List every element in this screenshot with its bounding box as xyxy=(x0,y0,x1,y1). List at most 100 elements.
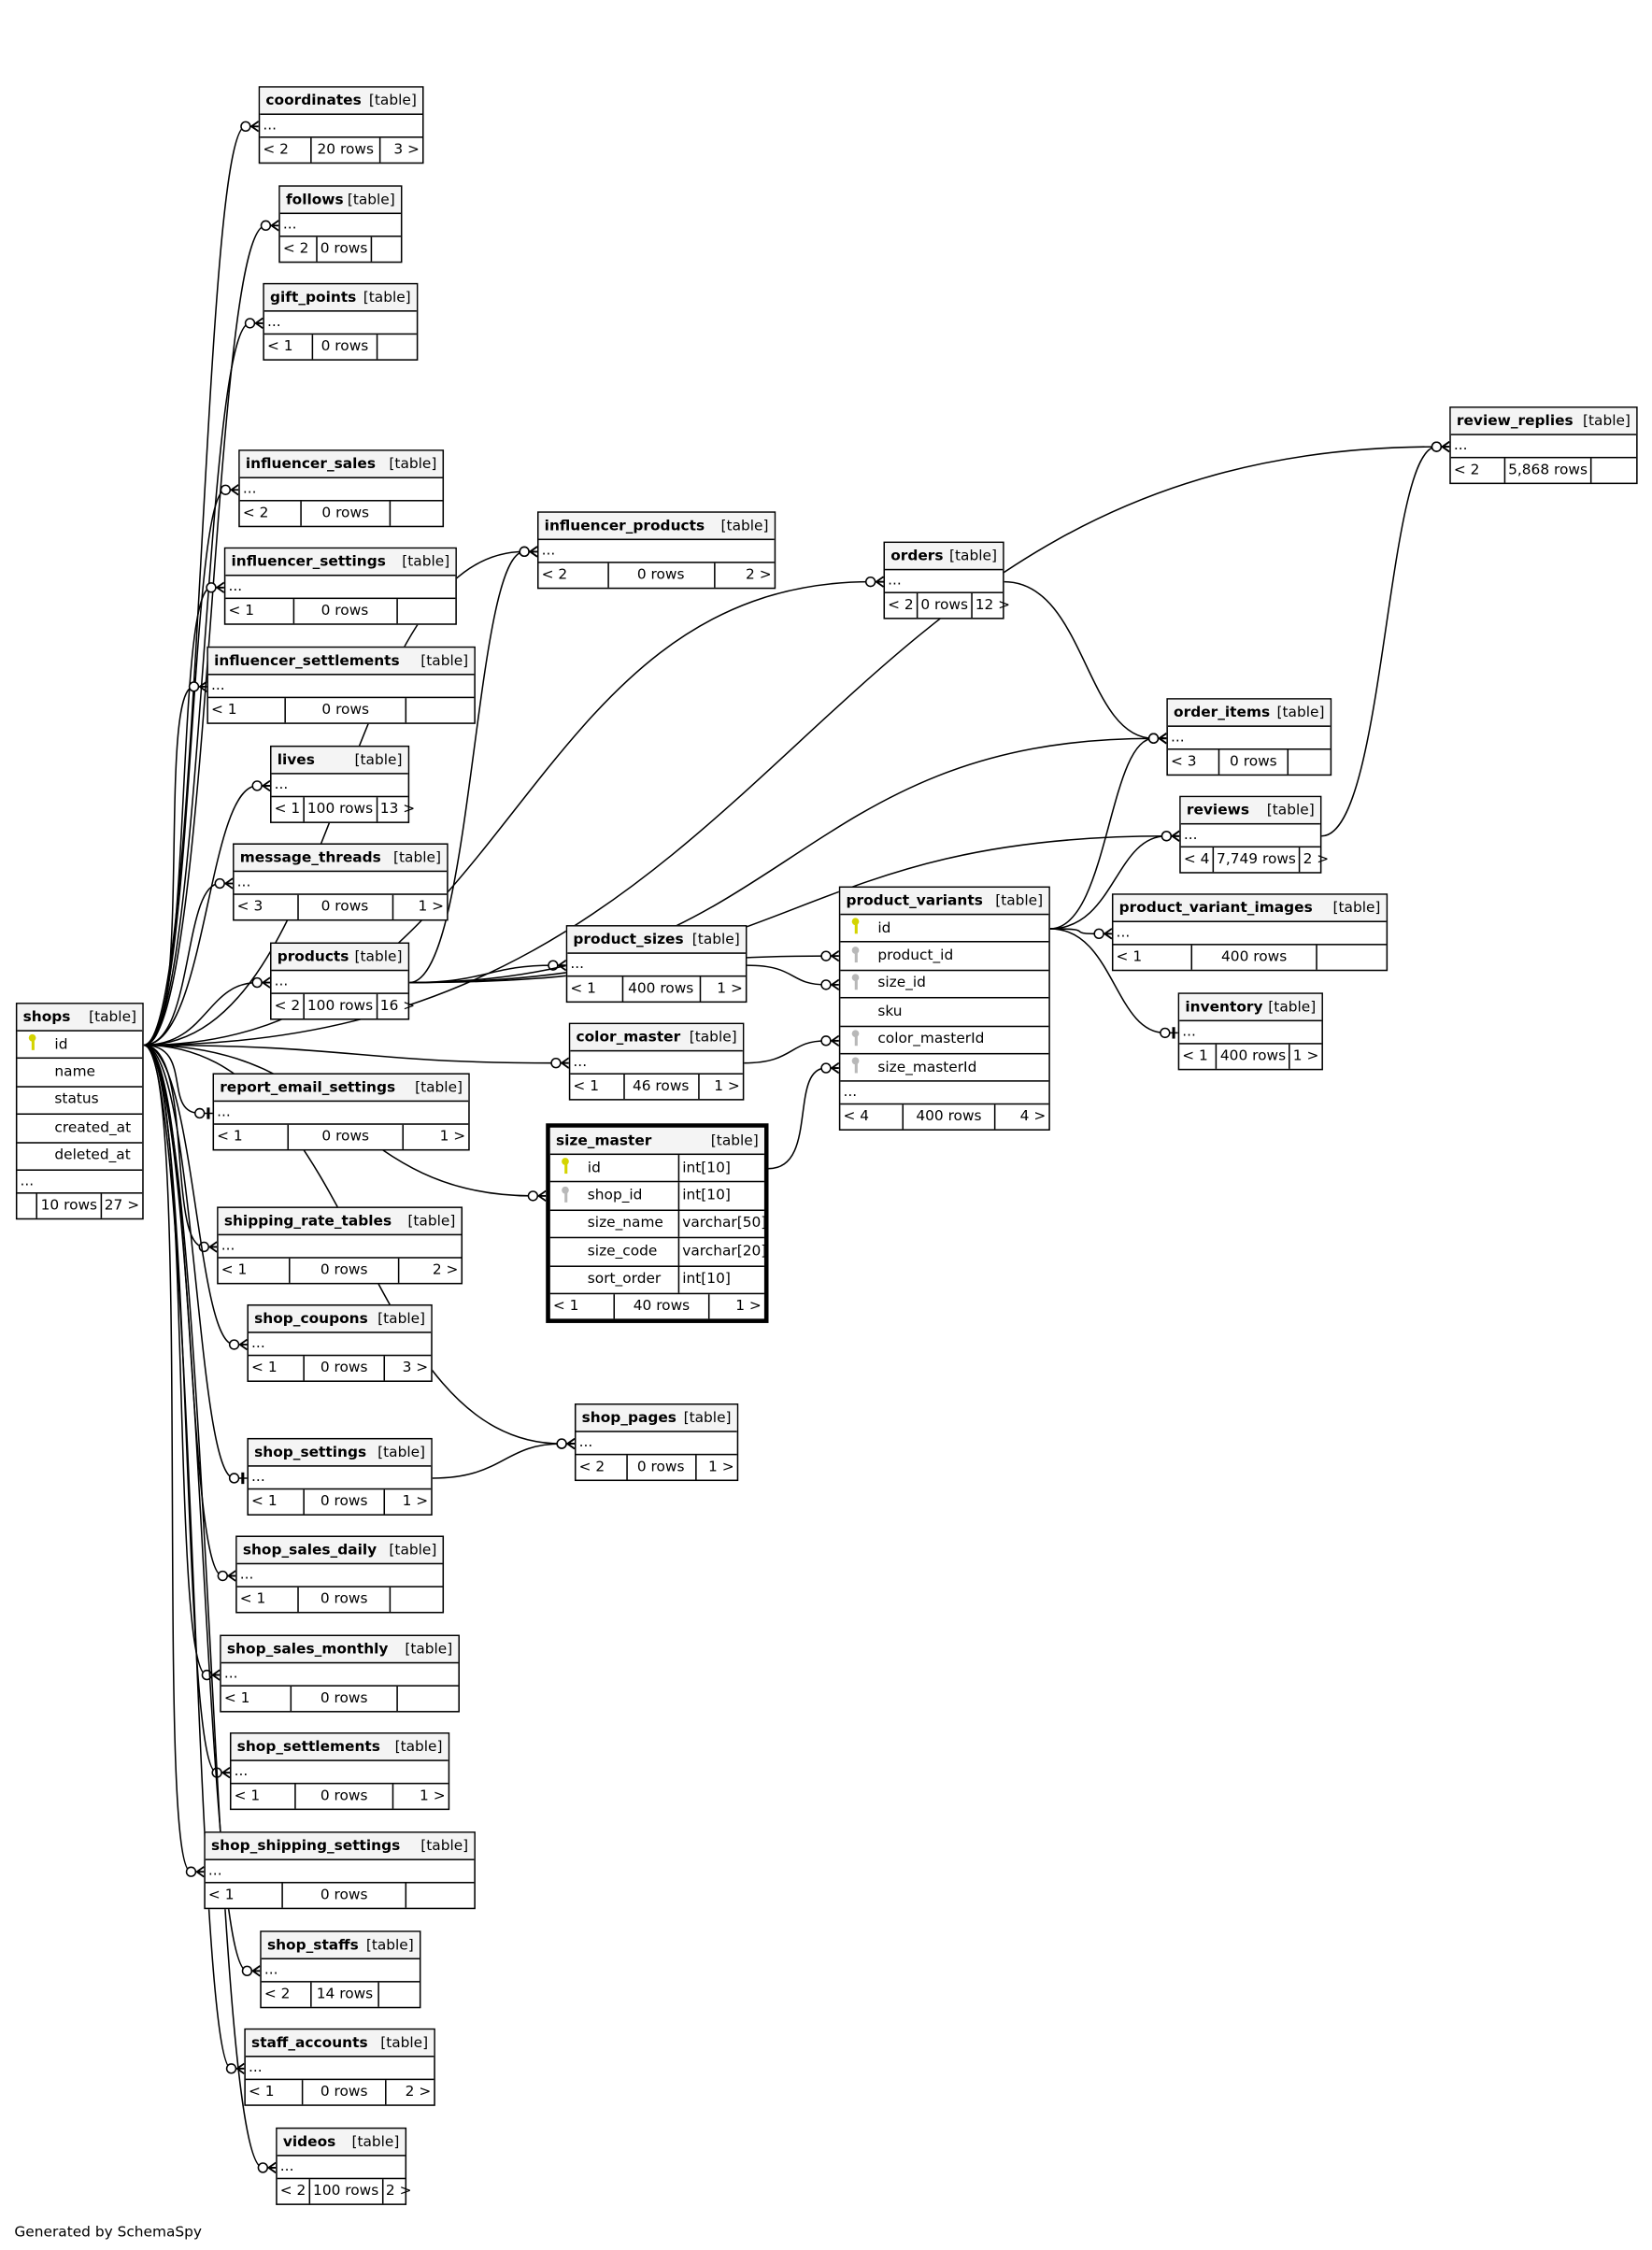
children-count[interactable] xyxy=(392,502,443,526)
more-columns-row[interactable]: ... xyxy=(567,954,746,977)
parents-count[interactable]: < 2 xyxy=(274,998,301,1015)
table-name[interactable]: influencer_products xyxy=(544,518,705,534)
parents-count[interactable]: < 1 xyxy=(217,1129,243,1146)
parents-count[interactable]: < 1 xyxy=(234,1788,261,1804)
more-columns-row[interactable]: ... xyxy=(225,576,456,600)
more-columns-row[interactable]: ... xyxy=(260,115,422,138)
more-columns-row[interactable]: ... xyxy=(277,2157,406,2180)
more-columns-row[interactable]: ... xyxy=(236,1564,443,1588)
children-count[interactable]: 2 > xyxy=(385,2183,412,2200)
table-name[interactable]: staff_accounts xyxy=(251,2034,368,2051)
table-name[interactable]: shop_settlements xyxy=(236,1739,380,1755)
more-columns-row[interactable]: ... xyxy=(885,570,1004,593)
more-columns-row[interactable]: ... xyxy=(234,872,448,895)
children-count[interactable]: 3 > xyxy=(402,1360,429,1376)
table-header[interactable]: shop_sales_monthly[table] xyxy=(221,1636,459,1664)
parents-count[interactable]: < 2 xyxy=(888,597,914,614)
table-header[interactable]: shop_sales_daily[table] xyxy=(236,1537,443,1565)
table-name[interactable]: influencer_settlements xyxy=(214,652,400,669)
table-header[interactable]: orders[table] xyxy=(885,543,1004,571)
more-columns-row[interactable]: ... xyxy=(248,1467,432,1490)
children-count[interactable] xyxy=(391,1588,443,1612)
column-row[interactable]: sku xyxy=(840,999,1049,1027)
more-columns-row[interactable]: ... xyxy=(279,214,401,237)
parents-count[interactable]: < 2 xyxy=(263,142,289,159)
table-name[interactable]: shop_pages xyxy=(581,1409,676,1426)
table-header[interactable]: follows[table] xyxy=(279,186,401,215)
table-header[interactable]: influencer_settlements[table] xyxy=(207,648,475,676)
table-header[interactable]: videos[table] xyxy=(277,2129,406,2157)
children-count[interactable]: 2 > xyxy=(432,1262,459,1279)
table-header[interactable]: gift_points[table] xyxy=(263,284,417,312)
table-name[interactable]: shop_sales_daily xyxy=(242,1542,377,1559)
column-row[interactable]: size_id xyxy=(840,971,1049,999)
table-name[interactable]: product_variants xyxy=(846,892,983,909)
children-count[interactable]: 2 > xyxy=(405,2084,432,2100)
column-row[interactable]: color_masterId xyxy=(840,1027,1049,1055)
more-columns-row[interactable]: ... xyxy=(1180,824,1320,848)
table-header[interactable]: influencer_products[table] xyxy=(538,512,775,541)
table-header[interactable]: coordinates[table] xyxy=(260,87,422,115)
parents-count[interactable]: < 2 xyxy=(541,567,568,584)
table-header[interactable]: staff_accounts[table] xyxy=(245,2029,434,2058)
children-count[interactable]: 4 > xyxy=(1019,1109,1047,1126)
table-header[interactable]: report_email_settings[table] xyxy=(214,1074,469,1103)
more-columns-row[interactable]: ... xyxy=(245,2058,434,2081)
column-row[interactable]: created_at xyxy=(17,1115,143,1144)
parents-count[interactable]: < 1 xyxy=(1182,1048,1208,1065)
column-row[interactable]: status xyxy=(17,1087,143,1116)
table-name[interactable]: shop_coupons xyxy=(254,1310,368,1327)
more-columns-row[interactable]: ... xyxy=(231,1761,449,1785)
table-header[interactable]: color_master[table] xyxy=(570,1024,743,1052)
parents-count[interactable]: < 1 xyxy=(251,1493,278,1510)
table-header[interactable]: inventory[table] xyxy=(1179,993,1322,1022)
table-name[interactable]: review_replies xyxy=(1456,413,1574,429)
children-count[interactable] xyxy=(398,1687,458,1711)
parents-count[interactable]: < 1 xyxy=(1116,949,1143,966)
parents-count[interactable]: < 2 xyxy=(263,1987,291,2003)
table-name[interactable]: shop_staffs xyxy=(266,1937,359,1954)
more-columns-row[interactable]: ... xyxy=(576,1432,737,1456)
children-count[interactable] xyxy=(1592,458,1636,482)
table-header[interactable]: product_sizes[table] xyxy=(567,926,746,954)
table-header[interactable]: product_variant_images[table] xyxy=(1113,894,1387,923)
parents-count[interactable]: < 1 xyxy=(221,1262,248,1279)
more-columns-row[interactable]: ... xyxy=(538,540,775,563)
parents-count[interactable]: < 1 xyxy=(239,1591,266,1608)
children-count[interactable]: 3 > xyxy=(393,142,420,159)
table-name[interactable]: reviews xyxy=(1186,802,1249,819)
table-name[interactable]: shop_shipping_settings xyxy=(210,1838,401,1855)
column-row[interactable]: product_id xyxy=(840,943,1049,971)
table-header[interactable]: shop_settlements[table] xyxy=(231,1733,449,1761)
column-row[interactable]: deleted_at xyxy=(17,1143,143,1171)
more-columns-row[interactable]: ... xyxy=(205,1860,475,1884)
parents-count[interactable]: < 1 xyxy=(570,981,596,997)
parents-count[interactable]: < 4 xyxy=(843,1109,870,1126)
table-name[interactable]: shops xyxy=(22,1009,71,1025)
table-name[interactable]: color_master xyxy=(576,1029,681,1046)
children-count[interactable]: 1 > xyxy=(439,1129,466,1146)
more-columns-row[interactable]: ... xyxy=(261,1959,420,1983)
table-header[interactable]: shipping_rate_tables[table] xyxy=(218,1207,462,1236)
children-count[interactable] xyxy=(372,237,401,262)
children-count[interactable]: 27 > xyxy=(104,1198,140,1215)
table-name[interactable]: coordinates xyxy=(265,93,362,109)
children-count[interactable]: 1 > xyxy=(418,899,445,916)
table-name[interactable]: shop_settings xyxy=(254,1444,367,1460)
table-header[interactable]: influencer_settings[table] xyxy=(225,548,456,577)
column-row[interactable]: size_masterId xyxy=(840,1054,1049,1083)
